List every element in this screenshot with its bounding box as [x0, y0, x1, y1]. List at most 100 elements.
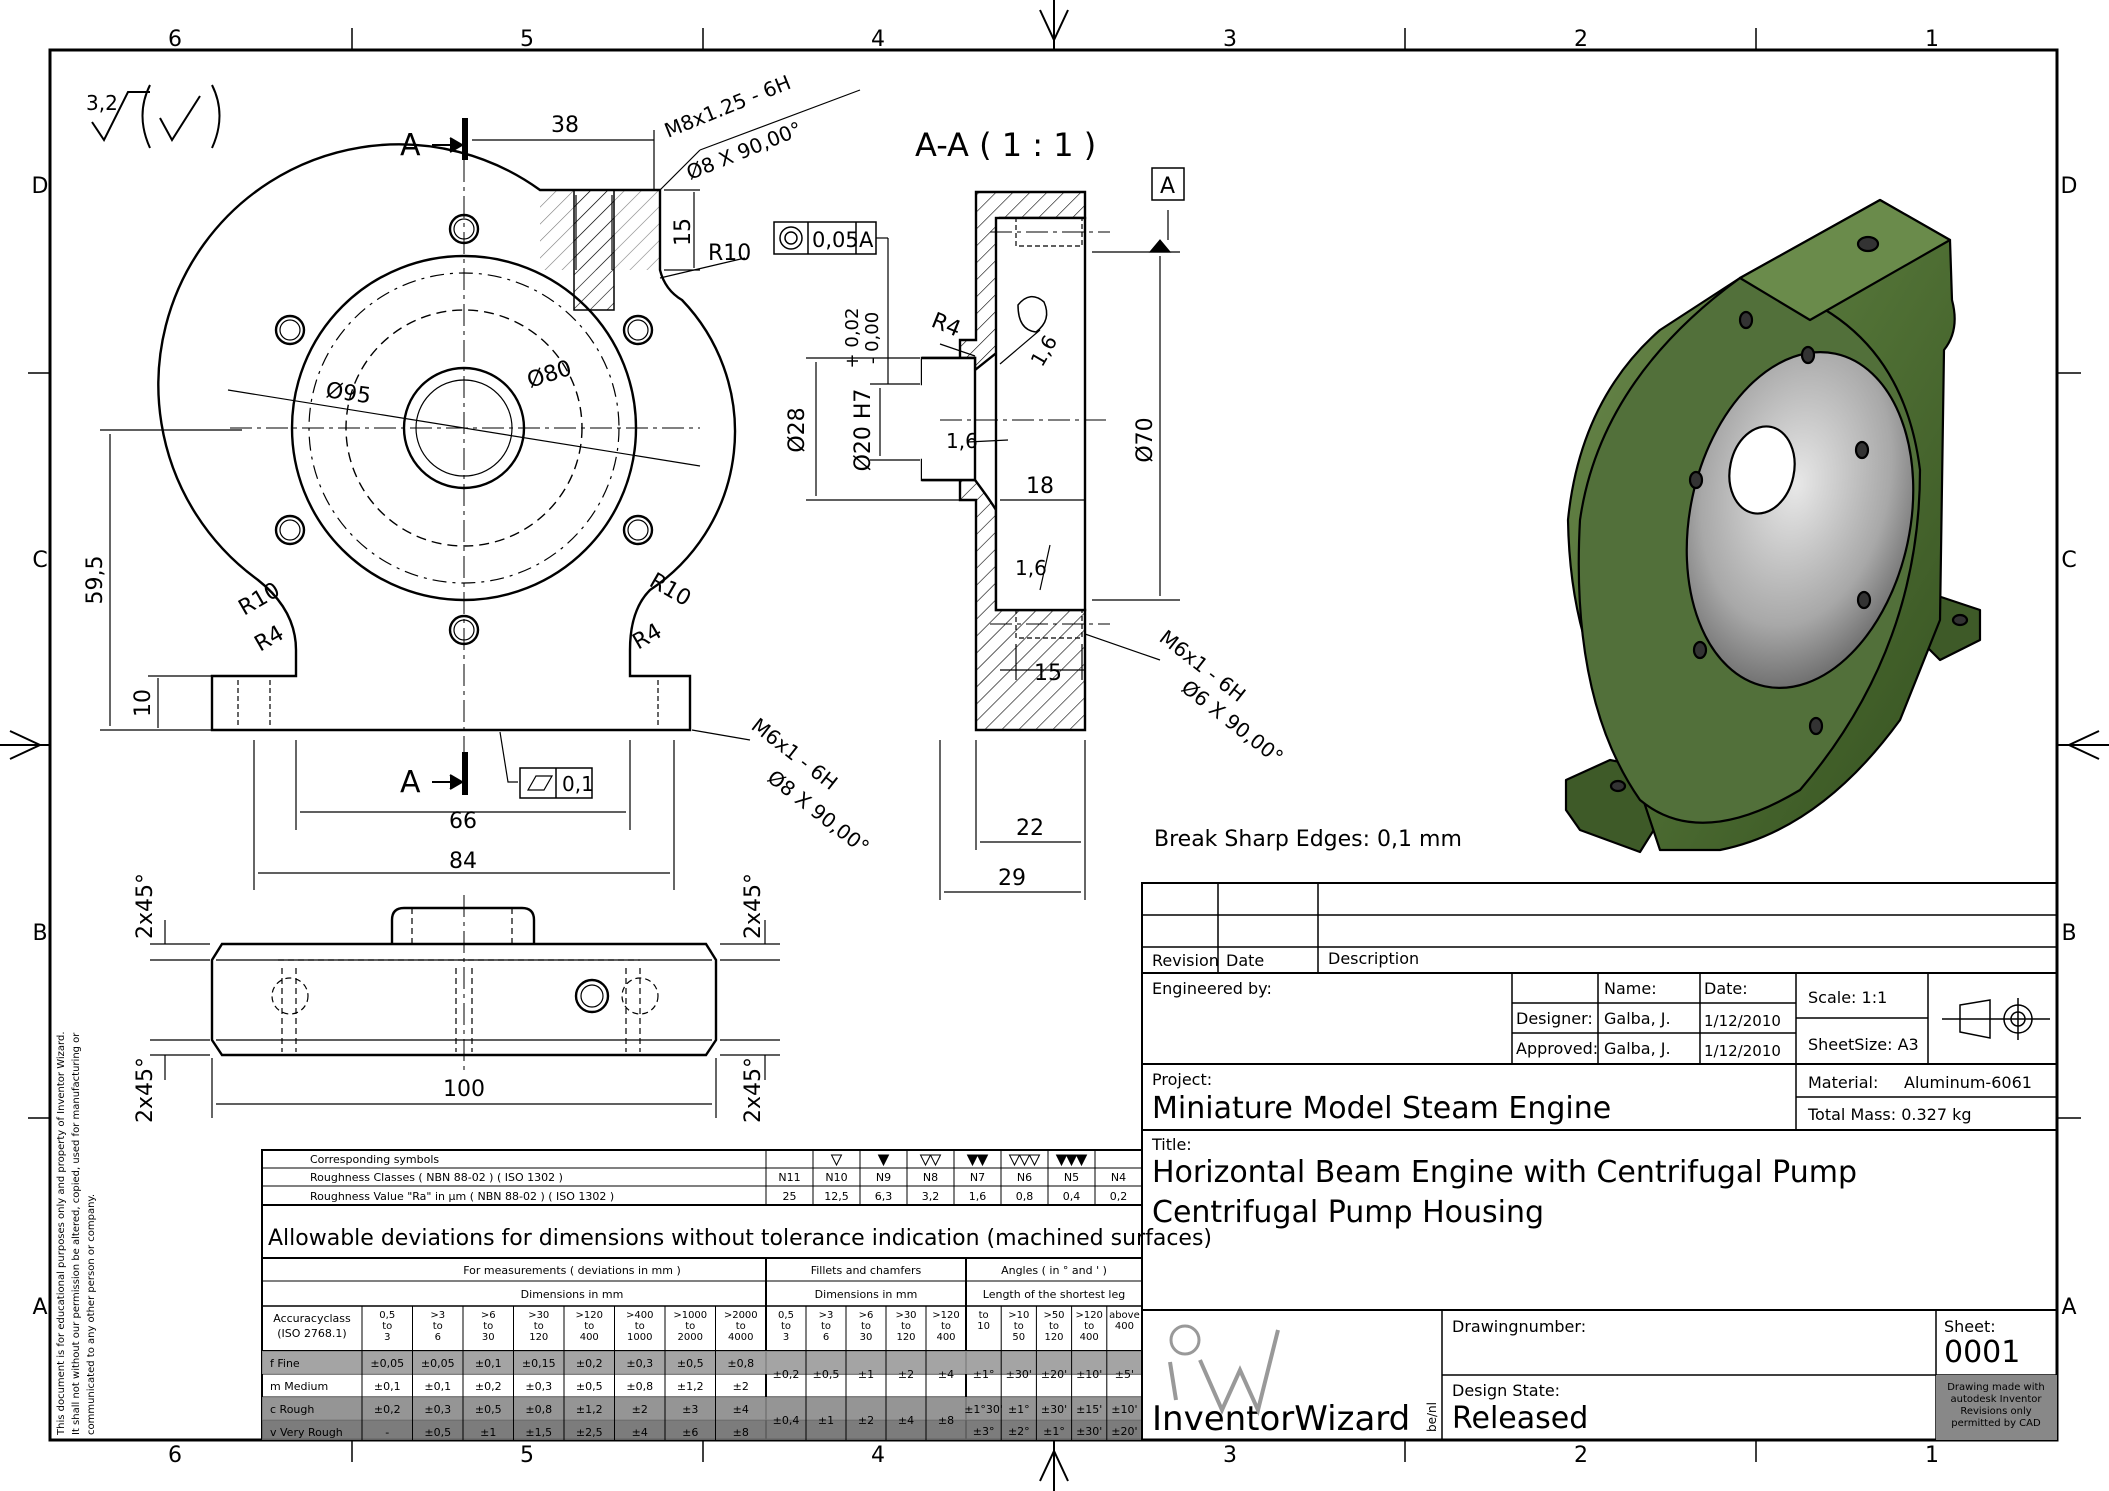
- dim-18: 18: [1026, 474, 1054, 499]
- roughness-triangle-symbol: [1018, 1154, 1031, 1167]
- zone-col-5: 5: [520, 27, 534, 52]
- range-angle-part: >120: [1075, 1310, 1102, 1321]
- roughness-1-6-bottom: 1,6: [1015, 556, 1047, 580]
- roughness-class: N6: [1017, 1171, 1032, 1184]
- roughness-table: [261, 1149, 1143, 1441]
- range-meas-part: 4000: [728, 1332, 753, 1343]
- range-fillet-part: >6: [859, 1310, 874, 1321]
- dim-38: 38: [551, 113, 579, 138]
- roughness-class: N11: [778, 1171, 800, 1184]
- side-note-line-2: It shall not without our permission be a…: [71, 1032, 82, 1435]
- roughness-triangle-symbol: [877, 1154, 890, 1167]
- tolerance-cell: -: [385, 1426, 389, 1439]
- sub-dimensions: Dimensions in mm: [521, 1288, 624, 1301]
- zone-labels: 6 5 4 3 2 1 6 5 4 3 2 1 D C B A D C B A: [32, 27, 2078, 1468]
- side-note: This document is for educational purpose…: [56, 1032, 97, 1437]
- tolerance-cell: ±0,5: [576, 1380, 603, 1393]
- tolerance-cell: ±0,3: [424, 1403, 451, 1416]
- tolerance-cell: ±0,1: [374, 1380, 401, 1393]
- designer-label: Designer:: [1516, 1009, 1593, 1028]
- roughness-triangle-symbol: [1028, 1154, 1041, 1167]
- fillet-cell-cv: ±1: [818, 1414, 834, 1427]
- iso-bolt-holes: [1609, 235, 1969, 793]
- approved-name: Galba, J.: [1604, 1039, 1671, 1058]
- isometric-view: [1564, 198, 1982, 854]
- dim-r10-top: R10: [708, 241, 751, 266]
- angle-cell-c: ±10': [1111, 1403, 1137, 1416]
- range-fillet-part: 6: [823, 1332, 829, 1343]
- roughness-value: 1,6: [969, 1190, 987, 1203]
- zone-col-2: 2: [1574, 27, 1588, 52]
- tolerance-cell: ±1,2: [576, 1403, 603, 1416]
- tolerance-cell: ±0,3: [626, 1357, 653, 1370]
- row-roughness-classes: Roughness Classes ( NBN 88-02 ) ( ISO 13…: [310, 1171, 563, 1184]
- dim-r4-left: R4: [251, 621, 289, 657]
- range-angle-part: to: [979, 1310, 989, 1321]
- bottom-outline: [210, 942, 718, 1057]
- range-fillet-part: 0,5: [778, 1310, 794, 1321]
- roughness-triangle-symbol: [929, 1154, 942, 1167]
- datum-a-label: A: [1160, 174, 1175, 199]
- tolerance-cell: ±0,1: [475, 1357, 502, 1370]
- chamfer-top-right: 2x45°: [741, 873, 766, 939]
- roughness-value: 3,2: [922, 1190, 940, 1203]
- section-marker-top: A: [400, 128, 421, 163]
- range-angle-part: to: [1049, 1321, 1059, 1332]
- range-angle-part: 400: [1115, 1321, 1134, 1332]
- range-meas-part: to: [483, 1321, 493, 1332]
- break-edges-note: Break Sharp Edges: 0,1 mm: [1154, 827, 1462, 852]
- dim-dia-95: Ø95: [324, 378, 372, 409]
- drawing-title-1: Horizontal Beam Engine with Centrifugal …: [1152, 1155, 1857, 1190]
- fillet-cell-cv: ±0,4: [773, 1414, 800, 1427]
- range-meas-part: >400: [626, 1310, 653, 1321]
- sub-dimensions-fillets: Dimensions in mm: [815, 1288, 918, 1301]
- range-meas-part: to: [433, 1321, 443, 1332]
- approved-date: 1/12/2010: [1704, 1042, 1781, 1060]
- accuracy-class-std: (ISO 2768.1): [277, 1327, 346, 1340]
- range-meas-part: to: [534, 1321, 544, 1332]
- roughness-value: 6,3: [875, 1190, 893, 1203]
- tolerance-cell: ±4: [733, 1403, 749, 1416]
- side-note-line-3: communicated to any other person or comp…: [86, 1194, 97, 1435]
- dim-r4-section: R4: [928, 308, 965, 342]
- roughness-triangle-symbol: [830, 1154, 843, 1167]
- tolerance-cell: ±1,2: [677, 1380, 704, 1393]
- angle-cell-v: ±1°: [1043, 1425, 1065, 1438]
- tolerance-heading: Allowable deviations for dimensions with…: [268, 1226, 1212, 1251]
- accuracy-class-row: c Rough: [270, 1403, 314, 1416]
- range-fillet-part: >120: [932, 1310, 959, 1321]
- range-angle-part: above: [1109, 1310, 1140, 1321]
- fillet-cell-cv: ±2: [858, 1414, 874, 1427]
- scale-symbol: [1942, 998, 2050, 1040]
- zone-row-c-right: C: [2061, 548, 2076, 573]
- note-line-1: Drawing made with: [1947, 1382, 2045, 1393]
- tolerance-cell: ±3: [682, 1403, 698, 1416]
- angle-cell-v: ±20': [1111, 1425, 1137, 1438]
- range-angle-part: 50: [1012, 1332, 1025, 1343]
- chamfer-bottom-right: 2x45°: [741, 1057, 766, 1123]
- range-meas-part: >120: [576, 1310, 603, 1321]
- angle-cell-c: ±15': [1076, 1403, 1102, 1416]
- range-fillet-part: 400: [936, 1332, 955, 1343]
- range-meas-part: >1000: [673, 1310, 707, 1321]
- tolerance-cell: ±0,05: [370, 1357, 404, 1370]
- dim-84: 84: [449, 849, 477, 874]
- roughness-triangle-symbol: [976, 1154, 989, 1167]
- note-line-4: permitted by CAD: [1951, 1418, 2041, 1429]
- zone-col-3-bottom: 3: [1223, 1443, 1237, 1468]
- angle-cell-fm: ±10': [1076, 1368, 1102, 1381]
- zone-col-2-bottom: 2: [1574, 1443, 1588, 1468]
- flatness-frame: 0,1: [499, 731, 594, 799]
- group-angles: Angles ( in ° and ' ): [1001, 1264, 1107, 1277]
- row-roughness-values: Roughness Value "Ra" in µm ( NBN 88-02 )…: [310, 1190, 614, 1203]
- roughness-triangle-symbol: [966, 1154, 979, 1167]
- range-angle-part: 120: [1044, 1332, 1063, 1343]
- tolerance-cell: ±0,1: [424, 1380, 451, 1393]
- roughness-1-6-mid: 1,6: [946, 429, 978, 453]
- date-header: Date:: [1704, 979, 1748, 998]
- tolerance-cell: ±0,05: [421, 1357, 455, 1370]
- zone-ticks: [28, 28, 2081, 1462]
- range-meas-part: 2000: [678, 1332, 703, 1343]
- range-meas-part: >30: [528, 1310, 549, 1321]
- dim-r10-left: R10: [235, 578, 285, 621]
